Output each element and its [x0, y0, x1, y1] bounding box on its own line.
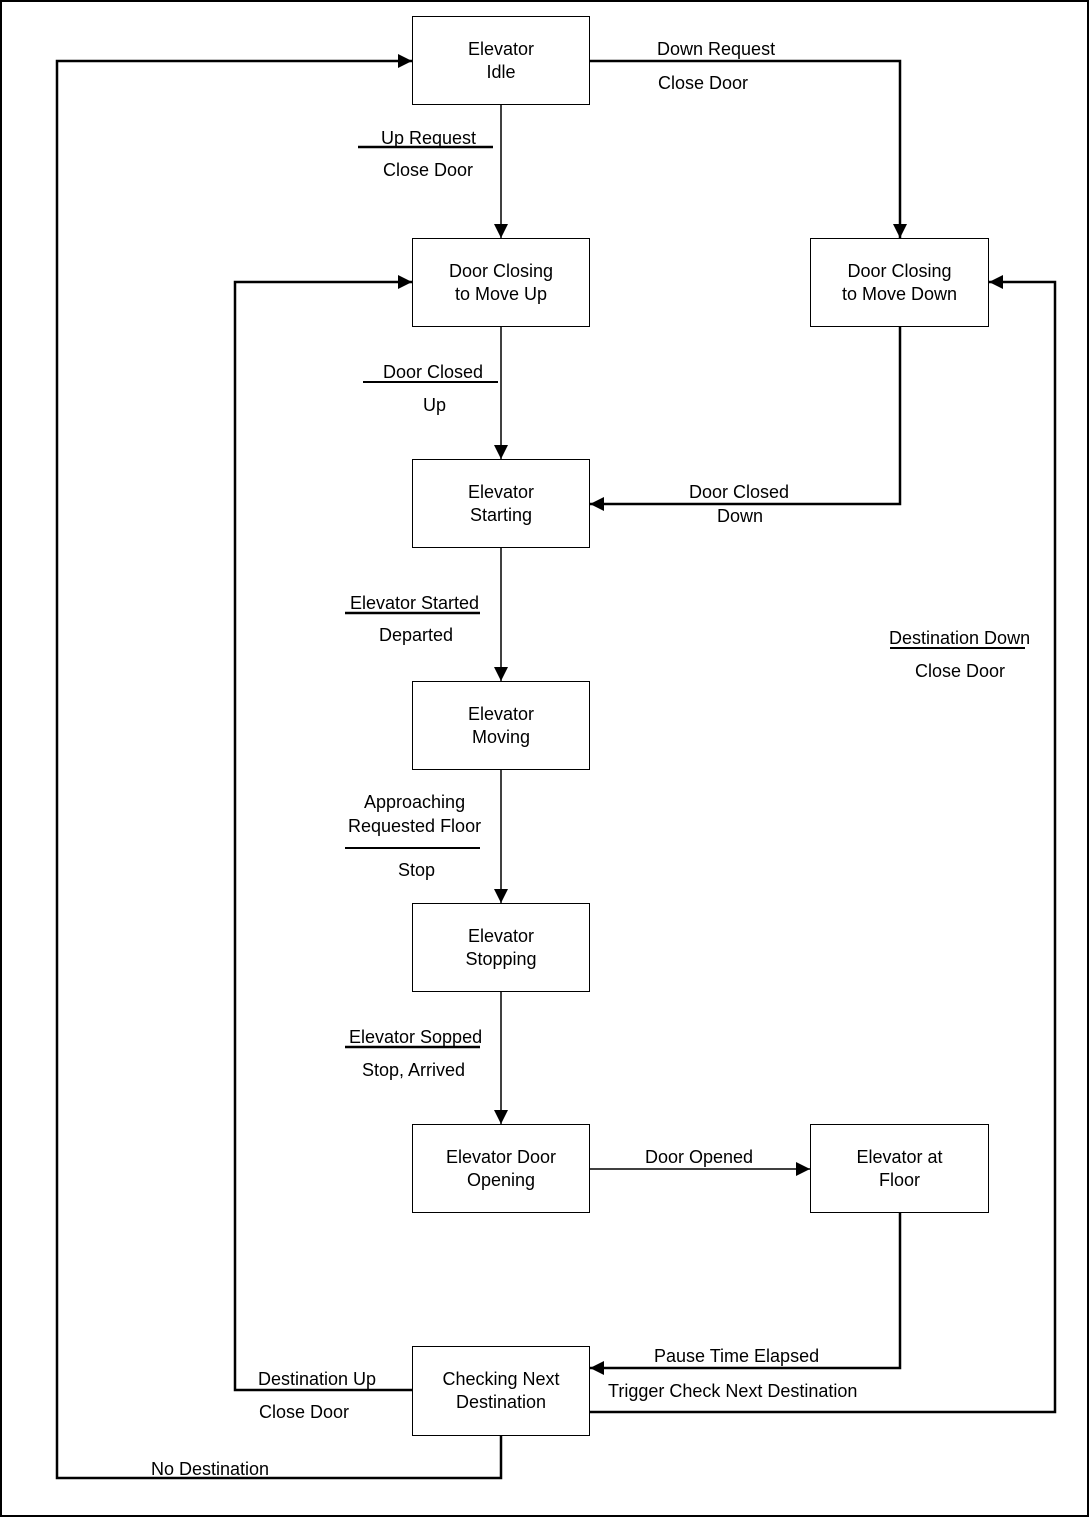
arrow-pause-elapsed: [590, 1213, 902, 1375]
state-label-line2: Moving: [471, 726, 531, 747]
door-closed-down-action: Down: [717, 506, 764, 526]
destination-down-action: Close Door: [915, 661, 1006, 681]
elevator-started-event: Elevator Started: [350, 593, 480, 613]
door-closed-down-event: Door Closed: [689, 482, 790, 502]
down-request-action: Close Door: [658, 73, 749, 93]
elevator-stopped-action: Stop, Arrived: [362, 1060, 466, 1080]
up-request-action: Close Door: [383, 160, 474, 180]
up-request-event: Up Request: [381, 128, 477, 148]
destination-up-event: Destination Up: [258, 1369, 377, 1389]
state-label-line1: Elevator: [467, 481, 535, 502]
door-closed-up-event: Door Closed: [383, 362, 484, 382]
pause-elapsed-action: Trigger Check Next Destination: [608, 1381, 858, 1401]
state-label-line1: Elevator Door: [445, 1146, 557, 1167]
destination-up-action: Close Door: [259, 1402, 350, 1422]
elevator-started-action: Departed: [379, 625, 454, 645]
state-label-line2: Idle: [486, 61, 516, 82]
state-checking-next-destination: Checking Next Destination: [412, 1346, 590, 1436]
state-label-line1: Elevator: [467, 703, 535, 724]
state-label-line1: Checking Next: [442, 1369, 560, 1389]
approaching-event-line2: Requested Floor: [348, 816, 482, 836]
arrow-destination-down: [590, 275, 1057, 1414]
state-label-line1: Elevator at: [856, 1146, 943, 1167]
state-elevator-stopping: Elevator Stopping: [412, 903, 590, 992]
destination-down-event: Destination Down: [889, 628, 1031, 648]
state-label-line2: Opening: [466, 1169, 536, 1190]
state-label-line1: Door Closing: [448, 260, 554, 281]
approaching-action: Stop: [398, 860, 436, 880]
door-opened-event: Door Opened: [645, 1147, 754, 1167]
state-label-line2: Destination: [455, 1392, 547, 1412]
state-elevator-starting: Elevator Starting: [412, 459, 590, 548]
state-label-line1: Door Closing: [847, 260, 952, 281]
state-label-line2: Floor: [878, 1169, 920, 1190]
down-request-event: Down Request: [657, 39, 776, 59]
state-elevator-idle: Elevator Idle: [412, 16, 590, 105]
state-label-line2: Starting: [469, 504, 533, 525]
state-elevator-at-floor: Elevator at Floor: [810, 1124, 989, 1213]
state-label-line2: Stopping: [465, 948, 537, 969]
pause-elapsed-event: Pause Time Elapsed: [654, 1346, 820, 1366]
arrow-door-closed-down: [590, 327, 902, 511]
arrow-no-destination: [55, 54, 503, 1480]
state-label-line1: Elevator: [467, 925, 535, 946]
state-label-line1: Elevator: [467, 38, 535, 59]
state-door-closing-down: Door Closing to Move Down: [810, 238, 989, 327]
elevator-stopped-event: Elevator Sopped: [349, 1027, 483, 1047]
door-closed-up-action: Up: [423, 395, 447, 415]
state-label-line2: to Move Up: [454, 283, 548, 304]
state-door-closing-up: Door Closing to Move Up: [412, 238, 590, 327]
arrow-down-request: [590, 59, 907, 238]
arrow-destination-up: [233, 275, 412, 1392]
approaching-event-line1: Approaching: [364, 792, 466, 812]
state-elevator-moving: Elevator Moving: [412, 681, 590, 770]
state-label-line2: to Move Down: [841, 283, 958, 304]
state-elevator-door-opening: Elevator Door Opening: [412, 1124, 590, 1213]
no-destination-event: No Destination: [151, 1459, 270, 1479]
